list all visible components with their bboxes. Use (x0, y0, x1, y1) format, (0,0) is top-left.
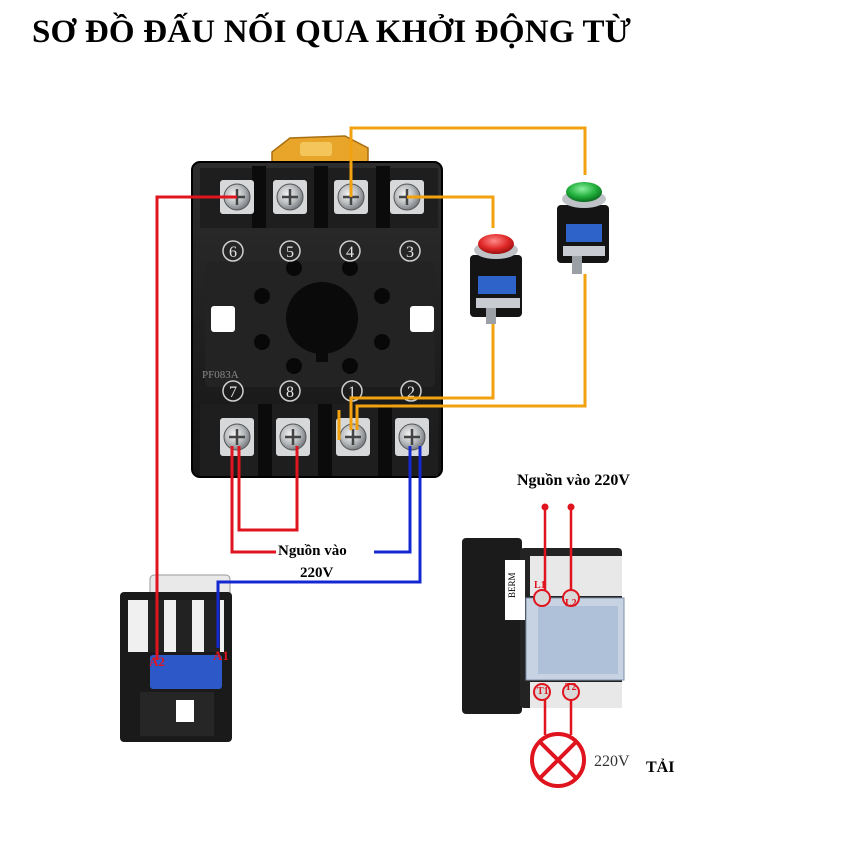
green-button-icon (566, 182, 602, 202)
red-wire-6-to-a2 (155, 195, 237, 660)
wire-stop-to-1 (349, 324, 495, 430)
octal-center-hole (286, 282, 358, 354)
load-leads (543, 700, 573, 735)
large-contactor: BERM L1 L2 T1 T2 (462, 538, 625, 714)
terminal-t1: T1 (537, 686, 549, 697)
contactor-power-label: Nguồn vào 220V (517, 472, 630, 489)
terminal-number: 1 (348, 384, 356, 401)
load-label: TẢI (646, 757, 674, 776)
terminal-t2: T2 (565, 682, 577, 693)
terminal-number: 2 (407, 384, 415, 401)
mounting-hole-left (211, 306, 235, 332)
octal-pin-holes (254, 260, 390, 374)
coil-terminal-a1: A1 (213, 648, 229, 663)
terminal-5: 5 (273, 180, 307, 262)
contactor-supply-leads (543, 508, 573, 590)
terminal-number: 4 (346, 244, 354, 261)
diagram-title: SƠ ĐỒ ĐẤU NỐI QUA KHỞI ĐỘNG TỪ (32, 14, 632, 50)
terminal-7: 7 (220, 380, 254, 456)
orange-control-wires (337, 126, 587, 440)
stop-push-button (470, 234, 522, 324)
terminal-l1: L1 (534, 580, 546, 591)
red-button-icon (478, 234, 514, 254)
start-push-button (557, 182, 609, 274)
wire-start-to-1 (355, 274, 587, 430)
socket-power-label: Nguồn vào (278, 543, 347, 559)
load-voltage: 220V (594, 753, 630, 770)
terminal-number: 8 (286, 384, 294, 401)
red-wire-7-to-8 (237, 446, 299, 532)
terminal-8: 8 (276, 380, 310, 456)
terminal-2: 2 (395, 380, 429, 456)
terminal-number: 3 (406, 244, 414, 261)
socket-power-voltage: 220V (300, 565, 334, 581)
bottom-terminals: 7 8 1 2 (220, 380, 429, 456)
coil-terminal-a2: A2 (149, 654, 165, 669)
terminal-number: 6 (229, 244, 237, 261)
red-wire-7-supply (230, 446, 276, 554)
small-contactor: A2 A1 (120, 574, 232, 742)
load-lamp-icon (530, 732, 586, 788)
mounting-hole-right (410, 306, 434, 332)
terminal-l2: L2 (565, 598, 577, 609)
terminal-1: 1 (336, 380, 370, 456)
contactor-brand: BERM (507, 572, 517, 598)
blue-wire-2-supply (374, 446, 412, 554)
wire-4-to-start-top (349, 126, 587, 197)
wire-3-to-stop-top (407, 195, 495, 228)
blue-wire-2-to-a1 (216, 446, 422, 648)
socket-model-marking: PF083A (202, 369, 239, 381)
terminal-number: 7 (229, 384, 237, 401)
terminal-number: 5 (286, 244, 294, 261)
